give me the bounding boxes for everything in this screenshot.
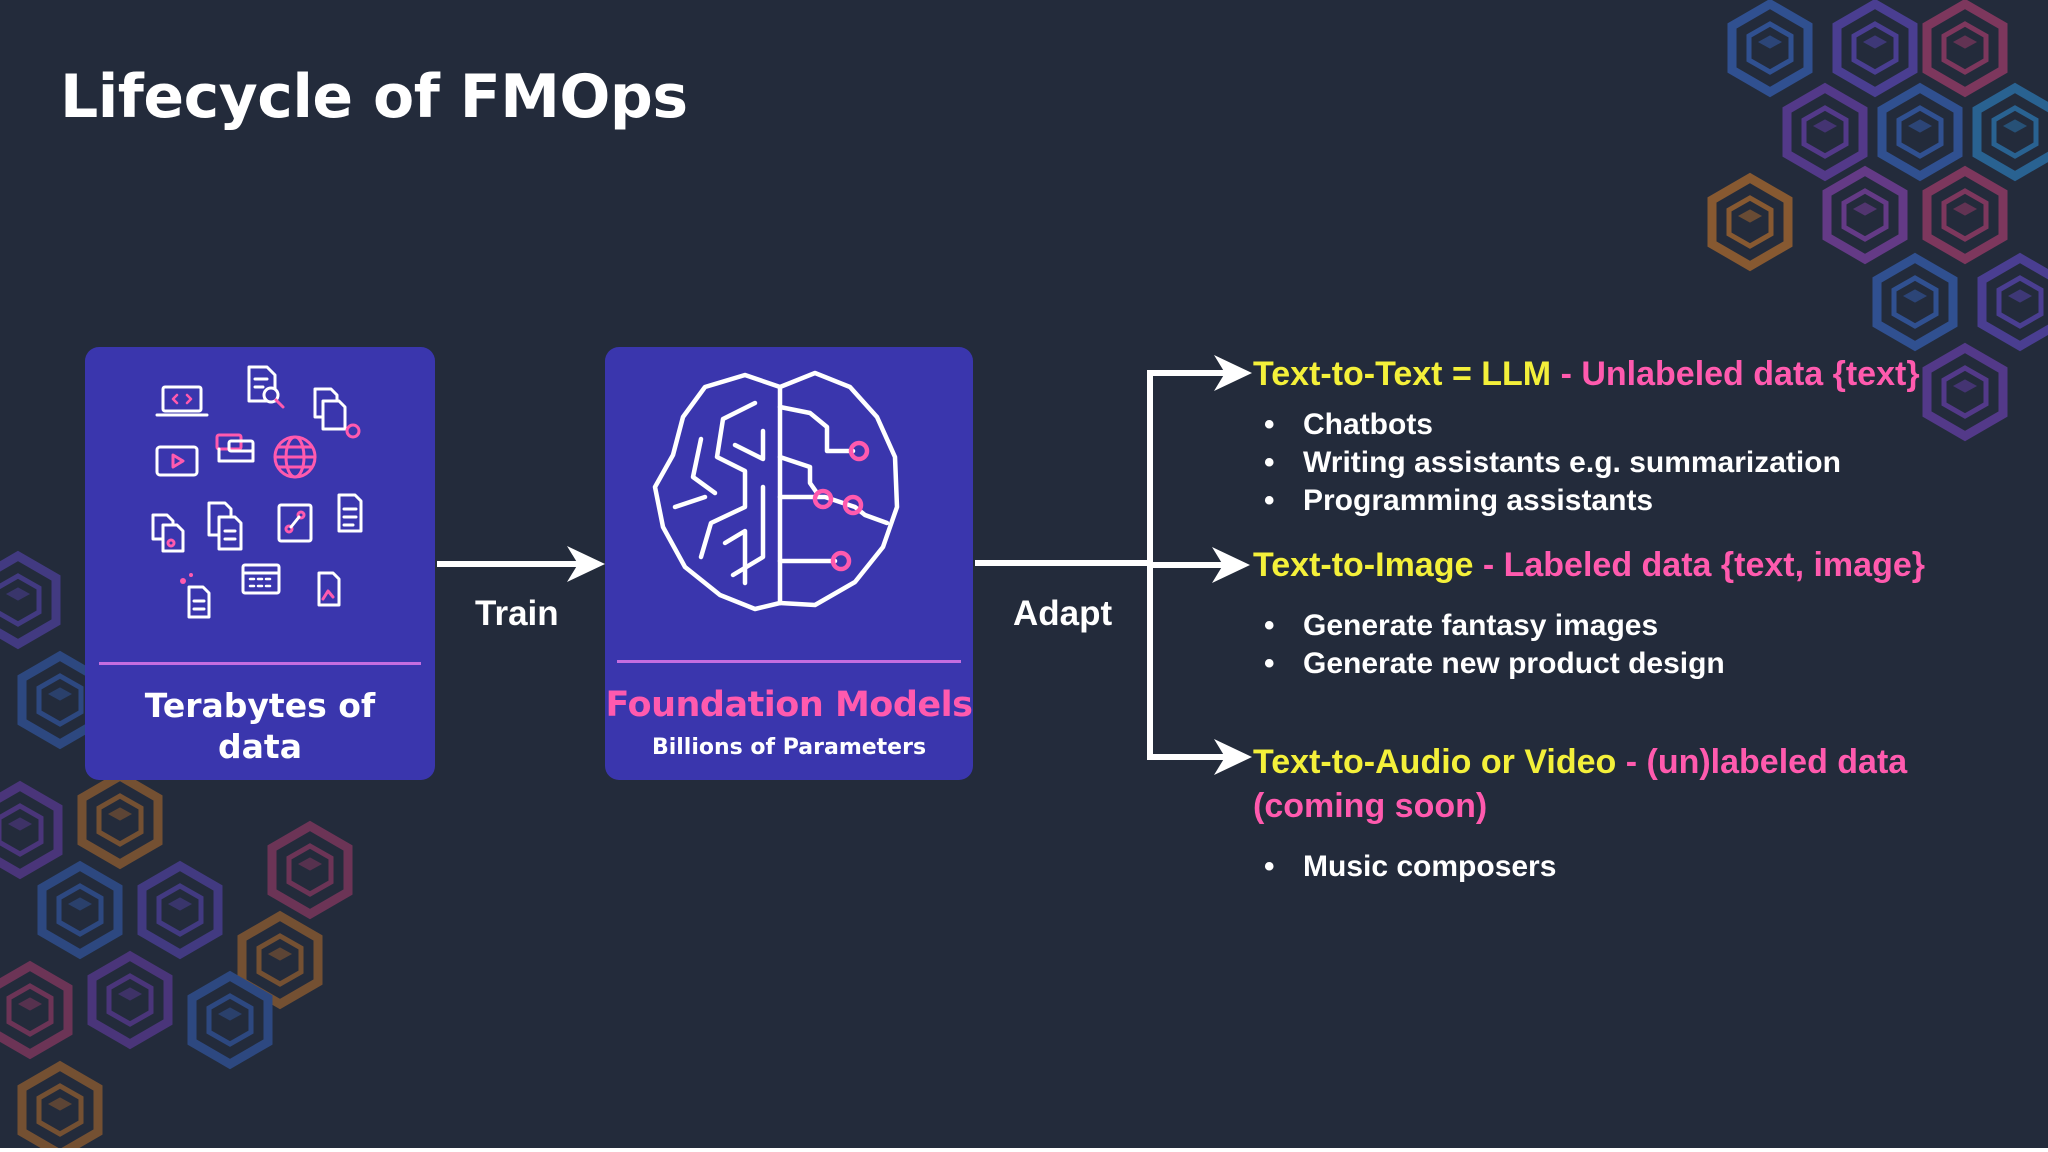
document-search-icon (247, 365, 285, 409)
bullet-icon: • (1264, 484, 1275, 517)
output-use-cases: •Chatbots •Writing assistants e.g. summa… (1253, 406, 2013, 520)
bullet-icon: • (1264, 850, 1275, 883)
doc-icon (207, 501, 243, 551)
data-icons-cluster (151, 365, 363, 619)
adapt-arrow-text-to-text (1147, 355, 1252, 391)
adapt-arrow-trunk (975, 373, 1153, 757)
adapt-arrow-text-to-image (1150, 547, 1250, 583)
bullet-icon: • (1264, 609, 1275, 642)
documents-icon (313, 387, 361, 439)
output-data-type: - Unlabeled data {text} (1560, 355, 1920, 393)
output-text-to-audio-video: Text-to-Audio or Video - (un)labeled dat… (1253, 740, 1993, 886)
tray-icon (215, 433, 255, 463)
list-item: •Chatbots (1253, 406, 2013, 444)
music-files-icon (151, 513, 185, 553)
list-item: •Generate fantasy images (1253, 607, 2013, 645)
adapt-arrow-text-to-audio (1147, 739, 1252, 775)
calendar-icon (241, 563, 281, 595)
globe-icon (273, 435, 317, 479)
output-task: Text-to-Text = LLM (1253, 355, 1552, 393)
bullet-icon: • (1264, 408, 1275, 441)
diagram-doc-icon (277, 503, 313, 543)
image-file-icon (317, 571, 341, 607)
bullet-icon: • (1264, 446, 1275, 479)
text-doc-icon (337, 493, 363, 533)
output-data-type: - (un)labeled data (coming soon) (1253, 743, 1908, 825)
output-use-cases: •Generate fantasy images •Generate new p… (1253, 607, 2013, 683)
list-item: •Generate new product design (1253, 645, 2013, 683)
laptop-code-icon (155, 385, 209, 417)
output-heading: Text-to-Text = LLM - Unlabeled data {tex… (1253, 352, 2013, 396)
chart-doc-icon (180, 573, 211, 619)
train-label: Train (475, 594, 559, 633)
foundation-model-box: Foundation Models Billions of Parameters (605, 347, 973, 780)
output-task: Text-to-Image (1253, 546, 1474, 584)
output-text-to-image: Text-to-Image - Labeled data {text, imag… (1253, 543, 2013, 683)
bullet-icon: • (1264, 647, 1275, 680)
output-data-type: - Labeled data {text, image} (1482, 546, 1925, 584)
list-item: •Music composers (1253, 848, 1993, 886)
list-item: •Writing assistants e.g. summarization (1253, 444, 2013, 482)
output-heading: Text-to-Image - Labeled data {text, imag… (1253, 543, 2013, 587)
output-task: Text-to-Audio or Video (1253, 743, 1617, 781)
train-arrow (437, 546, 605, 582)
slide-title: Lifecycle of FMOps (60, 62, 688, 132)
data-box-caption: Terabytes of data (144, 686, 376, 766)
output-use-cases: •Music composers (1253, 848, 1993, 886)
output-text-to-text: Text-to-Text = LLM - Unlabeled data {tex… (1253, 352, 2013, 520)
adapt-label: Adapt (1013, 594, 1113, 633)
model-box-title: Foundation Models (605, 685, 973, 725)
brain-circuit-icon (652, 370, 900, 612)
data-box: Terabytes of data (85, 347, 435, 780)
video-player-icon (155, 445, 199, 477)
output-heading: Text-to-Audio or Video - (un)labeled dat… (1253, 740, 1993, 828)
list-item: •Programming assistants (1253, 482, 2013, 520)
model-box-divider (617, 660, 961, 663)
model-box-subtitle: Billions of Parameters (651, 735, 927, 760)
data-box-divider (99, 662, 421, 665)
